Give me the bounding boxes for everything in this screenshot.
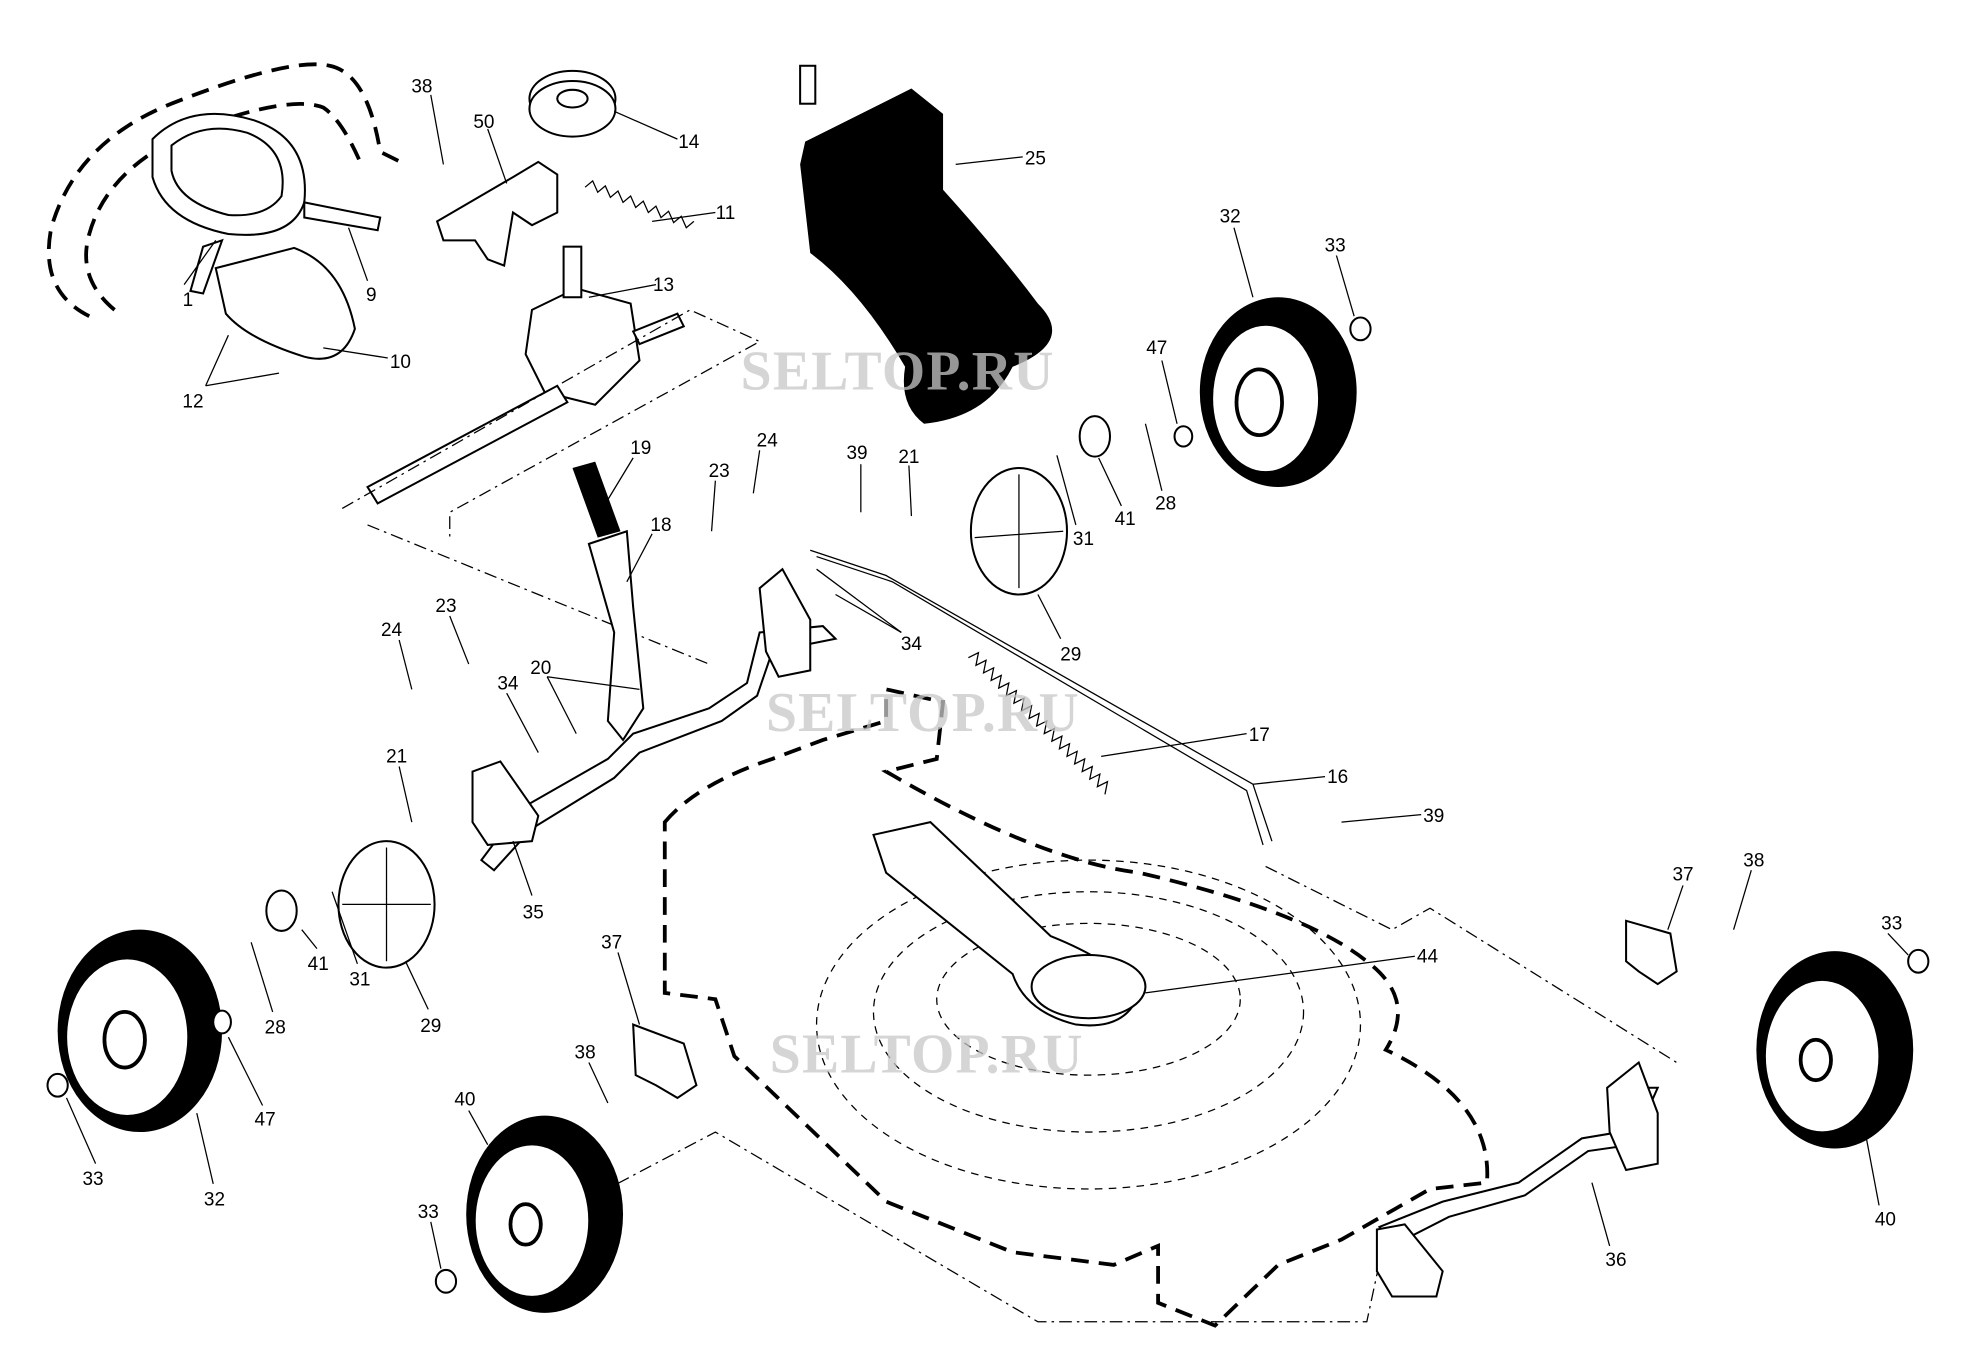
height-lever	[587, 529, 645, 742]
callout-number: 47	[255, 1110, 276, 1131]
callout-number: 28	[265, 1017, 286, 1038]
bracket-37	[1625, 919, 1678, 986]
callout-number: 39	[1423, 806, 1444, 827]
deck-centerline	[594, 865, 1678, 1323]
callout-number: 10	[390, 352, 411, 373]
lever-grip	[572, 461, 621, 538]
callout-number: 36	[1605, 1250, 1626, 1271]
callout-number: 23	[709, 461, 730, 482]
rear-wheel-left	[57, 929, 223, 1133]
axle-plate	[471, 760, 540, 846]
front-wheel-left	[466, 1115, 624, 1313]
callout-number: 21	[386, 747, 407, 768]
callout-number: 33	[1325, 236, 1346, 257]
pulley	[528, 69, 617, 138]
gearbox	[366, 245, 686, 505]
nut	[1907, 948, 1930, 974]
callout-number: 32	[204, 1189, 225, 1210]
callout-number: 33	[83, 1169, 104, 1190]
callout-number: 47	[1146, 338, 1167, 359]
callout-number: 31	[349, 969, 370, 990]
callout-number: 24	[381, 620, 402, 641]
callout-number: 39	[846, 443, 867, 464]
nut	[434, 1268, 458, 1294]
callout-number: 13	[653, 275, 674, 296]
callout-number: 16	[1327, 767, 1348, 788]
callout-number: 34	[497, 673, 518, 694]
callout-number: 32	[1220, 207, 1241, 228]
leader-lines	[65, 94, 1909, 1269]
axle-plate	[1375, 1223, 1444, 1298]
callout-number: 40	[454, 1089, 475, 1110]
callout-number: 23	[435, 596, 456, 617]
nut	[1349, 316, 1372, 342]
spring	[584, 179, 695, 229]
callout-number: 29	[420, 1016, 441, 1037]
callout-number: 35	[523, 902, 544, 923]
watermark: SELTOP.RU	[770, 1024, 1084, 1086]
spring	[968, 651, 1109, 795]
wheel-cover	[969, 466, 1069, 596]
callout-number: 21	[898, 447, 919, 468]
callout-number: 17	[1249, 725, 1270, 746]
callout-number: 12	[182, 391, 203, 412]
handle	[46, 62, 407, 318]
callout-number: 41	[308, 954, 329, 975]
axle-plate	[758, 567, 812, 678]
callout-number: 50	[473, 112, 494, 133]
washer	[212, 1009, 232, 1035]
callout-number: 24	[757, 430, 778, 451]
front-wheel-right	[1756, 951, 1914, 1149]
callout-number: 34	[901, 634, 922, 655]
blade-ring	[1030, 953, 1147, 1020]
callout-number: 40	[1875, 1210, 1896, 1231]
callout-number: 29	[1060, 644, 1081, 665]
callout-number: 18	[650, 515, 671, 536]
handle-cover	[151, 112, 382, 295]
callout-number: 28	[1155, 494, 1176, 515]
callout-number: 38	[575, 1043, 596, 1064]
rear-wheel-right	[1199, 297, 1357, 487]
callout-number: 25	[1025, 148, 1046, 169]
callout-number: 37	[1672, 864, 1693, 885]
callout-number: 38	[1743, 850, 1764, 871]
rod	[810, 549, 1273, 846]
callout-number: 37	[601, 933, 622, 954]
callout-number: 14	[678, 132, 699, 153]
callout-number: 1	[183, 290, 194, 311]
mower-deck-outline	[662, 686, 1490, 1328]
bracket	[435, 160, 559, 268]
grass-bag	[799, 64, 1053, 424]
callout-number: 9	[366, 285, 377, 306]
callout-number: 20	[530, 658, 551, 679]
washer	[1173, 425, 1194, 448]
rear-axle	[479, 625, 838, 872]
callout-number: 41	[1115, 509, 1136, 530]
shield-plate	[214, 246, 356, 360]
watermark: SELTOP.RU	[766, 682, 1080, 744]
callout-number: 19	[630, 438, 651, 459]
callout-number: 38	[411, 76, 432, 97]
callout-number: 33	[1881, 914, 1902, 935]
axle-plate	[1606, 1060, 1659, 1172]
bracket-37	[632, 1023, 698, 1100]
callout-number: 44	[1417, 947, 1438, 968]
watermark: SELTOP.RU	[741, 341, 1055, 403]
callout-number: 31	[1073, 529, 1094, 550]
gear	[1078, 415, 1112, 458]
nut	[46, 1072, 69, 1098]
axle-centerline	[341, 309, 762, 665]
callout-number: 33	[418, 1202, 439, 1223]
front-axle	[1377, 1086, 1660, 1248]
wheel-cover	[337, 840, 436, 969]
gear	[265, 889, 298, 932]
callout-number: 11	[716, 203, 736, 224]
